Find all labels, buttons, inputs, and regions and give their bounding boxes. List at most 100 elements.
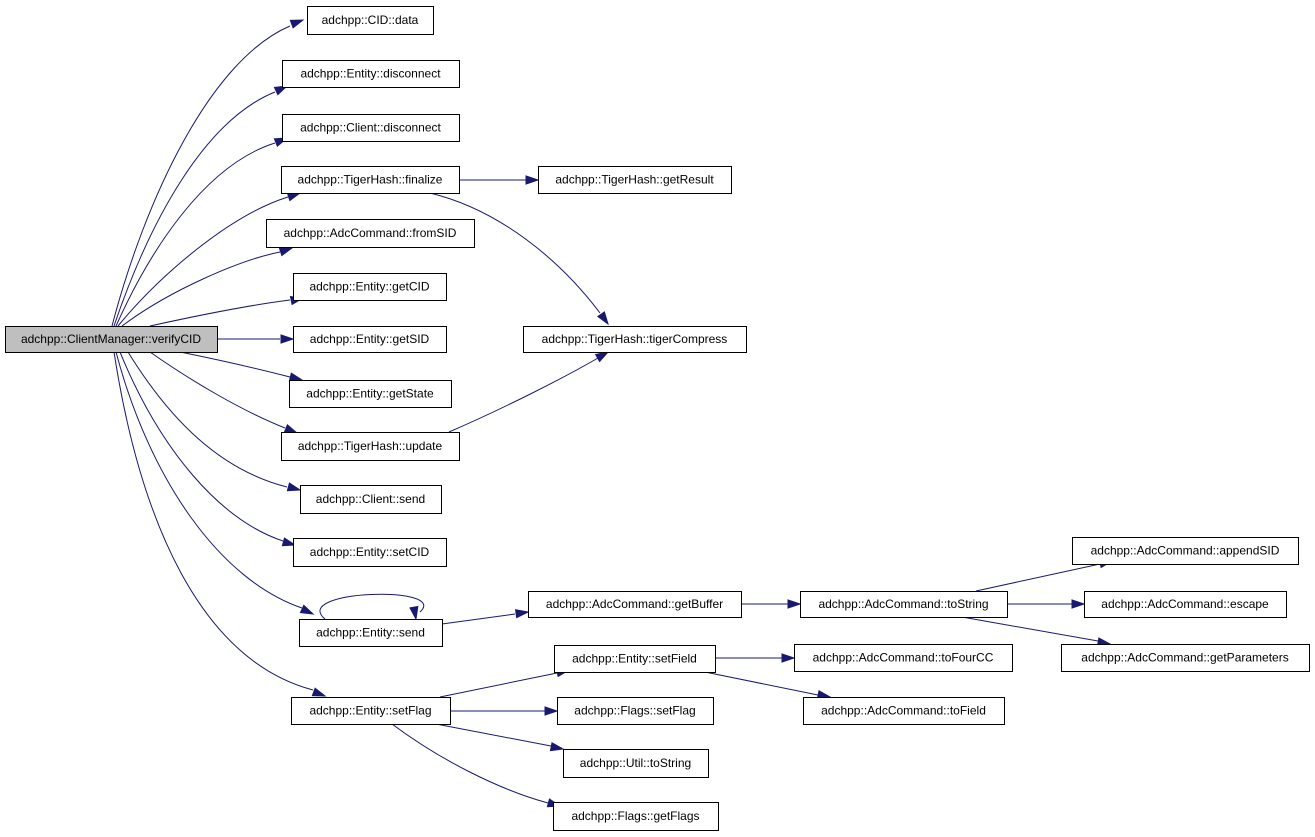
node-label[interactable]: adchpp::AdcCommand::getBuffer xyxy=(546,597,723,611)
arrow-head-icon xyxy=(273,85,289,96)
node-tiger-update[interactable]: adchpp::TigerHash::update xyxy=(281,432,460,461)
node-adc-tofield[interactable]: adchpp::AdcCommand::toField xyxy=(803,697,1005,725)
node-adc-appendsid[interactable]: adchpp::AdcCommand::appendSID xyxy=(1072,537,1299,565)
node-box[interactable] xyxy=(5,326,218,353)
node-label[interactable]: adchpp::AdcCommand::getParameters xyxy=(1081,651,1288,665)
node-box[interactable] xyxy=(538,166,732,194)
node-box[interactable] xyxy=(803,697,1005,725)
node-entity-disconnect[interactable]: adchpp::Entity::disconnect xyxy=(282,60,460,88)
node-label[interactable]: adchpp::AdcCommand::fromSID xyxy=(284,226,457,240)
node-box[interactable] xyxy=(293,273,447,301)
node-label[interactable]: adchpp::AdcCommand::escape xyxy=(1101,597,1269,611)
node-box[interactable] xyxy=(293,538,447,567)
node-label[interactable]: adchpp::CID::data xyxy=(322,13,419,27)
node-client-send[interactable]: adchpp::Client::send xyxy=(300,485,442,514)
node-box[interactable] xyxy=(307,6,434,35)
node-flags-setflag[interactable]: adchpp::Flags::setFlag xyxy=(557,697,714,725)
node-adc-getparameters[interactable]: adchpp::AdcCommand::getParameters xyxy=(1061,644,1310,672)
node-flags-getflags[interactable]: adchpp::Flags::getFlags xyxy=(553,802,719,831)
node-adc-fromsid[interactable]: adchpp::AdcCommand::fromSID xyxy=(266,219,475,248)
node-label[interactable]: adchpp::AdcCommand::toString xyxy=(818,597,988,611)
edge-adc-tostring-to-adc-escape xyxy=(1007,599,1086,609)
node-label[interactable]: adchpp::Util::toString xyxy=(580,756,691,770)
node-cid-data[interactable]: adchpp::CID::data xyxy=(307,6,434,35)
node-box[interactable] xyxy=(281,166,460,194)
node-label[interactable]: adchpp::Entity::setCID xyxy=(310,545,430,559)
edge-line xyxy=(439,672,558,698)
node-box[interactable] xyxy=(300,485,442,514)
node-label[interactable]: adchpp::Entity::send xyxy=(316,626,425,640)
node-label[interactable]: adchpp::TigerHash::getResult xyxy=(555,173,714,187)
node-box[interactable] xyxy=(1061,644,1310,672)
node-box[interactable] xyxy=(553,802,719,831)
node-verifycid[interactable]: adchpp::ClientManager::verifyCID xyxy=(5,326,218,353)
node-label[interactable]: adchpp::Entity::getSID xyxy=(310,332,430,346)
node-box[interactable] xyxy=(563,749,709,778)
node-label[interactable]: adchpp::ClientManager::verifyCID xyxy=(21,332,201,346)
node-label[interactable]: adchpp::TigerHash::update xyxy=(298,439,443,453)
node-label[interactable]: adchpp::AdcCommand::toFourCC xyxy=(813,651,994,665)
node-entity-getstate[interactable]: adchpp::Entity::getState xyxy=(289,380,452,408)
node-box[interactable] xyxy=(528,591,742,618)
arrow-head-icon xyxy=(781,653,796,663)
node-label[interactable]: adchpp::Flags::getFlags xyxy=(571,809,699,823)
node-adc-getbuffer[interactable]: adchpp::AdcCommand::getBuffer xyxy=(528,591,742,618)
node-box[interactable] xyxy=(289,380,452,408)
node-tiger-getresult[interactable]: adchpp::TigerHash::getResult xyxy=(538,166,732,194)
node-box[interactable] xyxy=(281,432,460,461)
node-adc-tostring[interactable]: adchpp::AdcCommand::toString xyxy=(800,591,1008,618)
node-entity-setflag[interactable]: adchpp::Entity::setFlag xyxy=(291,697,451,725)
node-box[interactable] xyxy=(557,697,714,725)
edge-line xyxy=(975,563,1101,592)
edge-verifycid-to-entity-getsid xyxy=(217,334,295,344)
node-box[interactable] xyxy=(1072,537,1299,565)
node-box[interactable] xyxy=(554,645,716,673)
node-label[interactable]: adchpp::Entity::setFlag xyxy=(309,704,431,718)
node-tiger-finalize[interactable]: adchpp::TigerHash::finalize xyxy=(281,166,460,194)
arrow-head-icon xyxy=(787,599,802,609)
node-label[interactable]: adchpp::Client::disconnect xyxy=(300,121,441,135)
node-box[interactable] xyxy=(282,60,460,88)
node-label[interactable]: adchpp::Entity::getCID xyxy=(309,280,429,294)
node-entity-setcid[interactable]: adchpp::Entity::setCID xyxy=(293,538,447,567)
node-box[interactable] xyxy=(1084,591,1287,618)
node-box[interactable] xyxy=(293,326,447,353)
node-label[interactable]: adchpp::AdcCommand::appendSID xyxy=(1091,544,1280,558)
node-label[interactable]: adchpp::TigerHash::finalize xyxy=(298,173,443,187)
edge-verifycid-to-cid-data xyxy=(111,19,305,327)
arrow-head-icon xyxy=(281,537,297,547)
node-entity-send[interactable]: adchpp::Entity::send xyxy=(299,619,443,647)
node-label[interactable]: adchpp::Entity::getState xyxy=(306,387,434,401)
arrow-head-icon xyxy=(409,605,419,621)
node-label[interactable]: adchpp::Entity::setField xyxy=(572,652,697,666)
node-label[interactable]: adchpp::Flags::setFlag xyxy=(574,704,695,718)
edge-line xyxy=(149,299,291,327)
arrow-head-icon xyxy=(549,742,565,752)
node-adc-escape[interactable]: adchpp::AdcCommand::escape xyxy=(1084,591,1287,618)
node-box[interactable] xyxy=(800,591,1008,618)
node-box[interactable] xyxy=(282,114,460,142)
node-tiger-compress[interactable]: adchpp::TigerHash::tigerCompress xyxy=(523,326,747,353)
node-box[interactable] xyxy=(794,644,1013,672)
edge-tiger-finalize-to-tiger-getresult xyxy=(459,175,540,185)
node-label[interactable]: adchpp::AdcCommand::toField xyxy=(821,704,986,718)
node-box[interactable] xyxy=(523,326,747,353)
arrow-head-icon xyxy=(286,482,302,492)
node-box[interactable] xyxy=(266,219,475,248)
arrow-head-icon xyxy=(299,604,315,615)
arrow-head-icon xyxy=(525,175,540,185)
node-entity-getsid[interactable]: adchpp::Entity::getSID xyxy=(293,326,447,353)
node-entity-setfield[interactable]: adchpp::Entity::setField xyxy=(554,645,716,673)
edge-entity-setfield-to-adc-tofourcc xyxy=(715,653,796,663)
node-label[interactable]: adchpp::Client::send xyxy=(316,492,425,506)
node-box[interactable] xyxy=(291,697,451,725)
node-adc-tofourcc[interactable]: adchpp::AdcCommand::toFourCC xyxy=(794,644,1013,672)
node-client-disconnect[interactable]: adchpp::Client::disconnect xyxy=(282,114,460,142)
node-entity-getcid[interactable]: adchpp::Entity::getCID xyxy=(293,273,447,301)
arrow-head-icon xyxy=(288,372,304,382)
node-box[interactable] xyxy=(299,619,443,647)
edge-verifycid-to-entity-disconnect xyxy=(113,85,289,327)
node-label[interactable]: adchpp::Entity::disconnect xyxy=(300,67,441,81)
node-label[interactable]: adchpp::TigerHash::tigerCompress xyxy=(542,332,728,346)
node-util-tostring[interactable]: adchpp::Util::toString xyxy=(563,749,709,778)
